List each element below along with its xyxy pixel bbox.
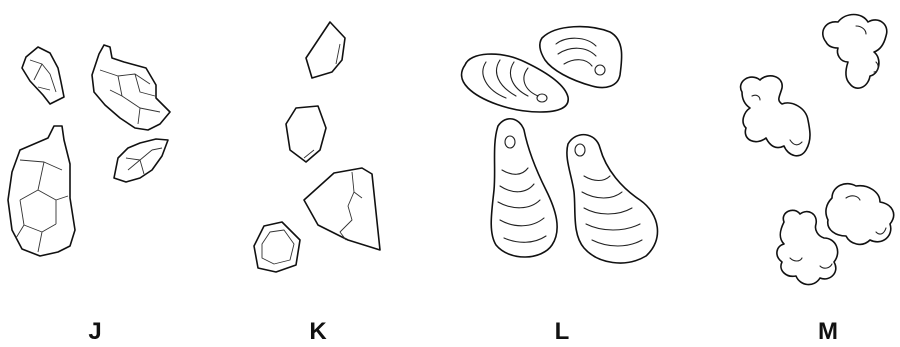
panel-j-fragment-2	[92, 45, 170, 130]
panel-k-drawing	[254, 22, 380, 272]
panel-k-particle-1	[306, 22, 345, 78]
panel-label-m: M	[818, 318, 838, 345]
panel-m-drawing	[741, 15, 894, 285]
panel-k-particle-4	[254, 222, 300, 272]
panel-label-j: J	[88, 318, 101, 345]
panel-m-cluster-3	[826, 184, 894, 245]
panel-j-fragment-3	[8, 126, 75, 256]
panel-m-cluster-2	[741, 76, 810, 156]
panel-k-particle-3	[304, 168, 380, 250]
panel-l-drawing	[462, 27, 658, 263]
panel-label-l: L	[555, 318, 570, 345]
panel-m-cluster-1	[823, 15, 887, 89]
panel-j-fragment-4	[114, 139, 168, 182]
panel-l-particle-3	[491, 119, 557, 257]
panel-j-fragment-1	[22, 47, 64, 104]
panel-l-particle-4	[567, 135, 658, 263]
panel-k-particle-2	[286, 106, 326, 162]
panel-j-drawing	[8, 45, 170, 256]
panel-label-k: K	[309, 318, 327, 345]
